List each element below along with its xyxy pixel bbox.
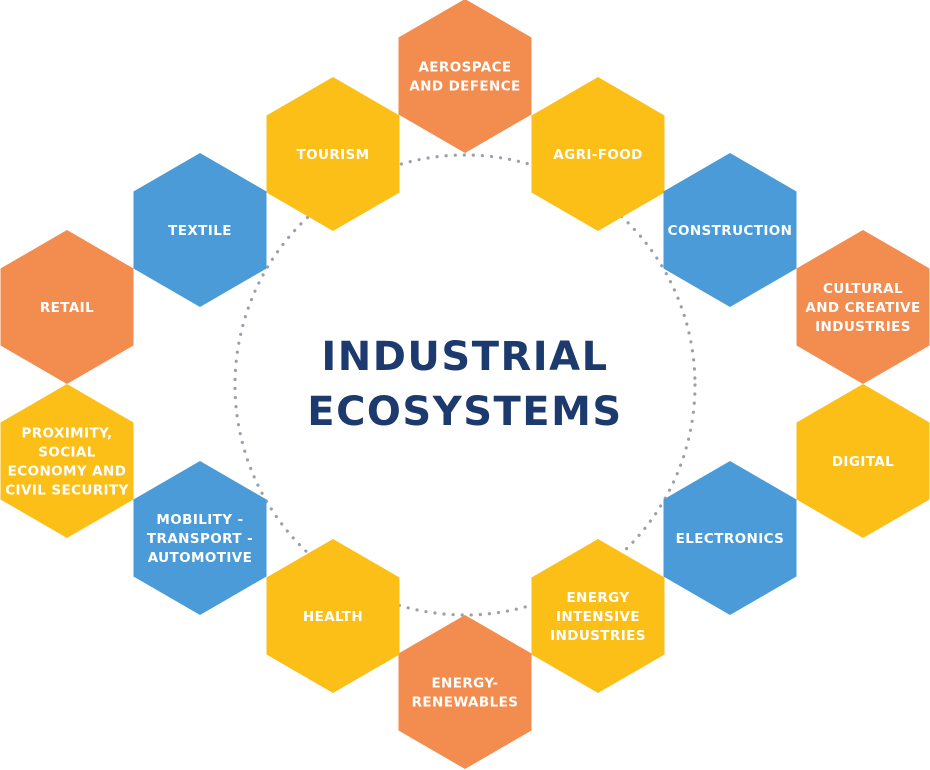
- ecosystem-health: HEALTH: [266, 539, 400, 693]
- hexagon-shape: [133, 153, 267, 307]
- ecosystem-construction: CONSTRUCTION: [663, 153, 797, 307]
- ecosystem-textile: TEXTILE: [133, 153, 267, 307]
- hexagon-label: INTENSIVE: [556, 609, 640, 625]
- hexagon-label: TOURISM: [296, 147, 369, 163]
- hexagon-label: AUTOMOTIVE: [148, 550, 253, 566]
- hexagon-label: ENERGY: [566, 590, 629, 606]
- hexagon-label: CULTURAL: [823, 281, 903, 297]
- ecosystem-mobility-transport-automotive: MOBILITY - TRANSPORT - AUTOMOTIVE: [133, 461, 267, 615]
- center-title-line-1: INDUSTRIAL: [321, 334, 608, 380]
- hexagon-label: ECONOMY AND: [8, 464, 127, 480]
- hexagon-label: ELECTRONICS: [676, 531, 785, 547]
- hexagon-label: CIVIL SECURITY: [5, 483, 129, 499]
- ecosystem-energy-intensive-industries: ENERGY INTENSIVE INDUSTRIES: [531, 539, 665, 693]
- hexagon-shape: [796, 384, 930, 538]
- hexagon-label: INDUSTRIES: [815, 319, 911, 335]
- hexagon-label: HEALTH: [303, 609, 363, 625]
- ecosystem-cultural-and-creative-industries: CULTURAL AND CREATIVE INDUSTRIES: [796, 230, 930, 384]
- hexagon-shape: [266, 539, 400, 693]
- hexagon-label: TEXTILE: [168, 223, 232, 239]
- center-title-line-2: ECOSYSTEMS: [307, 389, 623, 435]
- hexagon-label: INDUSTRIES: [550, 628, 646, 644]
- hexagon-shape: [663, 153, 797, 307]
- hexagon-shape: [663, 461, 797, 615]
- hexagon-shape: [266, 77, 400, 231]
- ecosystem-agri-food: AGRI-FOOD: [531, 77, 665, 231]
- hexagon-shape: [133, 461, 267, 615]
- hexagon-label: ENERGY-: [431, 676, 498, 692]
- ecosystem-energy-renewables: ENERGY- RENEWABLES: [398, 615, 532, 769]
- hexagon-label: PROXIMITY,: [21, 426, 112, 442]
- hexagon-shape: [0, 230, 134, 384]
- hexagon-label: RENEWABLES: [412, 695, 519, 711]
- hexagon-label: SOCIAL: [38, 445, 96, 461]
- hexagon-label: AGRI-FOOD: [553, 147, 643, 163]
- ecosystem-digital: DIGITAL: [796, 384, 930, 538]
- hexagon-shape: [531, 77, 665, 231]
- hexagon-shape: [0, 384, 134, 538]
- hexagon-label: DIGITAL: [832, 454, 894, 470]
- hexagon-label: TRANSPORT -: [147, 531, 253, 547]
- hexagon-shape: [531, 539, 665, 693]
- ecosystem-retail: RETAIL: [0, 230, 134, 384]
- hexagon-label: CONSTRUCTION: [668, 223, 793, 239]
- ecosystem-proximity-social-economy-and-civil-security: PROXIMITY, SOCIAL ECONOMY AND CIVIL SECURIT…: [0, 384, 134, 538]
- hexagon-label: MOBILITY -: [156, 512, 243, 528]
- hexagon-label: AEROSPACE: [418, 60, 511, 76]
- hexagon-label: AND DEFENCE: [409, 79, 520, 95]
- hexagon-shape: [398, 0, 532, 153]
- ecosystem-tourism: TOURISM: [266, 77, 400, 231]
- hexagon-label: RETAIL: [40, 300, 94, 316]
- hexagon-shape: [796, 230, 930, 384]
- ecosystem-aerospace-and-defence: AEROSPACE AND DEFENCE: [398, 0, 532, 153]
- dotted-ring: [233, 153, 697, 617]
- hexagon-label: AND CREATIVE: [805, 300, 920, 316]
- hexagon-shape: [398, 615, 532, 769]
- ecosystem-electronics: ELECTRONICS: [663, 461, 797, 615]
